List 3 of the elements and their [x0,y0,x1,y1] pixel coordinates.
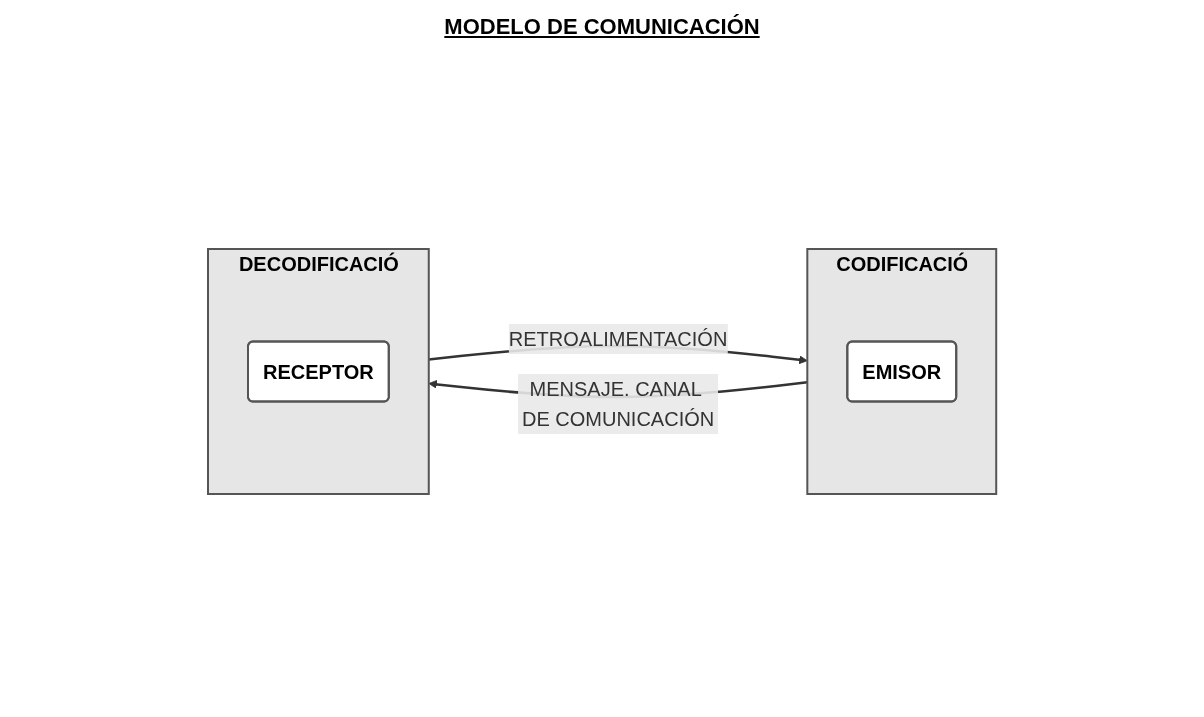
diagram-title: MODELO DE COMUNICACIÓN [443,14,761,40]
edge-label: MENSAJE. CANAL DE COMUNICACIÓN [521,377,715,430]
edge-label: RETROALIMENTACIÓN [508,327,728,350]
